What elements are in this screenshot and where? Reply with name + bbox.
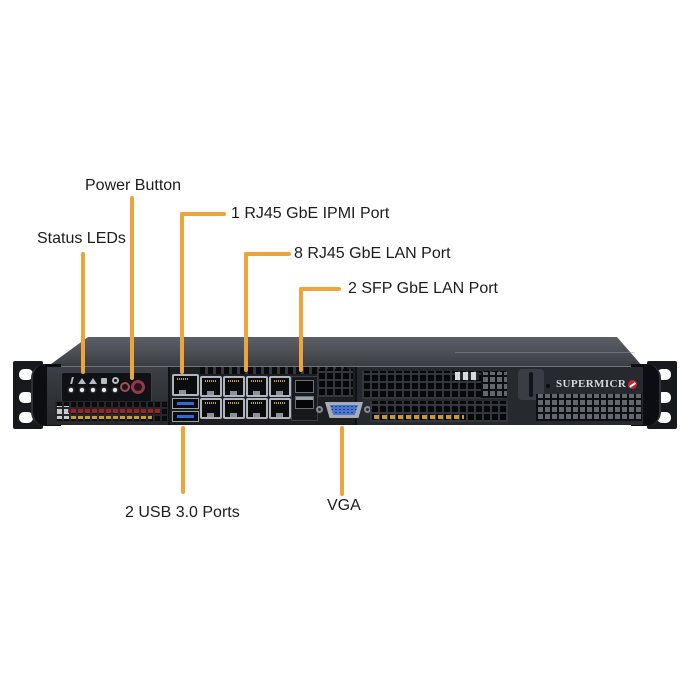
panel-seam-left xyxy=(168,367,170,425)
hdd-status-indicator xyxy=(100,377,108,392)
rj45-lan-port-2 xyxy=(223,376,245,397)
screw-hole xyxy=(657,392,671,403)
rj45-ipmi-port xyxy=(172,374,199,396)
callout-line-sfp-h xyxy=(299,287,341,291)
screw-hole xyxy=(19,412,33,423)
supermicro-logo: SUPERMICR xyxy=(556,378,638,390)
callout-line-power-button xyxy=(130,196,134,380)
vga-connector-pins xyxy=(330,405,358,415)
power-icon xyxy=(111,377,119,384)
screw-hole xyxy=(19,392,33,403)
vga-port xyxy=(325,402,363,418)
callout-label-status-leds: Status LEDs xyxy=(37,230,126,247)
sfp-port-1 xyxy=(295,380,314,393)
nic-led xyxy=(91,388,95,392)
hdd-led xyxy=(102,388,106,392)
callout-line-sfp-v xyxy=(299,287,303,372)
rj45-lan-port-3 xyxy=(246,376,268,397)
chassis-top-face xyxy=(47,337,643,367)
callout-label-power-button: Power Button xyxy=(85,177,182,194)
hdd-icon xyxy=(101,378,107,384)
info-led xyxy=(69,388,73,392)
internal-cable-yellow-right xyxy=(374,415,464,419)
info-status-indicator xyxy=(67,377,75,392)
chassis-top-seam xyxy=(455,352,635,353)
vent-cluster-small xyxy=(317,369,353,397)
callout-label-vga: VGA xyxy=(327,497,361,514)
callout-line-ipmi-v xyxy=(180,212,184,374)
front-vent-grille xyxy=(55,401,168,423)
callout-line-lan-h xyxy=(244,252,291,256)
callout-label-usb-ports: 2 USB 3.0 Ports xyxy=(125,504,240,521)
status-led-icons xyxy=(67,377,119,392)
vent-highlight xyxy=(455,372,479,380)
vent-grid-right-grey xyxy=(481,372,507,398)
vent-grid-under-logo xyxy=(536,394,642,421)
info-icon xyxy=(68,377,75,384)
sfp-port-cage xyxy=(291,376,318,421)
rj45-lan-port-5 xyxy=(200,398,222,419)
power-status-indicator xyxy=(111,377,119,392)
supermicro-logo-text: SUPERMICR xyxy=(556,378,627,390)
screw-hole xyxy=(19,369,33,380)
nic-status-indicator xyxy=(78,377,86,392)
grille-mesh xyxy=(55,401,168,423)
supermicro-logo-mark-icon xyxy=(628,379,638,389)
panel-seam-mid xyxy=(355,367,357,425)
rj45-lan-port-block xyxy=(200,376,291,419)
callout-label-ipmi-port: 1 RJ45 GbE IPMI Port xyxy=(231,205,390,222)
rj45-lan-port-7 xyxy=(246,398,268,419)
usb3-ports xyxy=(172,398,199,422)
vent-strip-above-ports xyxy=(200,367,347,374)
rj45-jack xyxy=(172,374,199,396)
power-led xyxy=(113,388,117,392)
sfp-cage-divider xyxy=(296,397,313,400)
screw-dot xyxy=(546,384,550,388)
status-led-panel xyxy=(61,372,152,403)
reset-button xyxy=(120,382,130,392)
callout-line-lan-v xyxy=(244,252,248,372)
screw-hole xyxy=(657,369,671,380)
rj45-lan-port-8 xyxy=(269,398,291,419)
usb3-port-1 xyxy=(172,398,199,409)
rj45-lan-port-6 xyxy=(223,398,245,419)
usb3-port-2 xyxy=(172,411,199,422)
callout-line-status-leds xyxy=(81,252,85,374)
callout-label-lan-ports: 8 RJ45 GbE LAN Port xyxy=(294,245,451,262)
nic-led xyxy=(80,388,84,392)
nic-icon xyxy=(78,378,86,384)
vga-screw-post xyxy=(316,406,323,413)
nic-status-indicator xyxy=(89,377,97,392)
callout-label-sfp-ports: 2 SFP GbE LAN Port xyxy=(348,280,498,297)
power-button xyxy=(131,380,145,394)
screw-hole xyxy=(657,412,671,423)
nic-icon xyxy=(89,378,97,384)
rj45-lan-port-4 xyxy=(269,376,291,397)
callout-line-usb xyxy=(181,426,185,494)
rj45-lan-port-1 xyxy=(200,376,222,397)
callout-line-ipmi-h xyxy=(180,212,226,216)
callout-line-vga xyxy=(340,426,344,496)
